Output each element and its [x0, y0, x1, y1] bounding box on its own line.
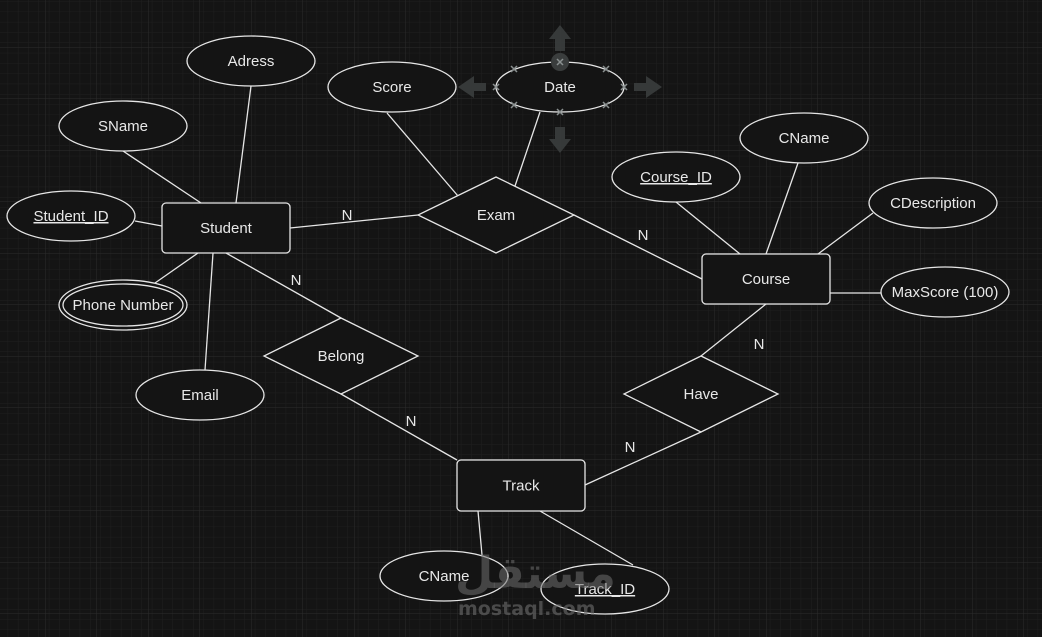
cardinality-labels: N N N N N N	[291, 207, 765, 456]
connector-line[interactable]	[386, 112, 459, 197]
cardinality-student-exam: N	[342, 207, 353, 224]
attribute-adress[interactable]: Adress	[186, 35, 316, 87]
connector-line[interactable]	[700, 303, 767, 357]
attribute-ellipse[interactable]	[186, 35, 316, 87]
attribute-track-id[interactable]: Track_ID	[540, 563, 670, 615]
connect-arrow-right-icon[interactable]	[634, 76, 662, 98]
attribute-label: Score	[372, 79, 411, 96]
resize-handle-icon[interactable]	[510, 101, 518, 109]
attribute-ellipse[interactable]	[868, 177, 998, 229]
connect-arrow-down-icon[interactable]	[549, 127, 571, 153]
attribute-label: Student_ID	[33, 208, 108, 225]
connector-line[interactable]	[514, 111, 541, 187]
attribute-label: CName	[779, 130, 830, 147]
entity-student[interactable]: Student	[161, 202, 291, 254]
attribute-label: Course_ID	[640, 169, 712, 186]
entity-label: Course	[742, 271, 790, 288]
connector-line[interactable]	[817, 212, 874, 255]
entity-box[interactable]	[456, 459, 586, 512]
connect-arrow-left-icon[interactable]	[458, 76, 486, 98]
entity-label: Track	[503, 478, 540, 495]
entity-course[interactable]: Course	[701, 253, 831, 305]
cardinality-belong-track: N	[406, 413, 417, 430]
attribute-ellipse[interactable]	[58, 100, 188, 152]
connector-line[interactable]	[225, 252, 342, 319]
attribute-label: Phone Number	[73, 297, 174, 314]
relationship-belong[interactable]: Belong	[262, 317, 420, 395]
cardinality-have-track: N	[625, 439, 636, 456]
attribute-sname[interactable]: SName	[58, 100, 188, 152]
selection-handles	[458, 25, 662, 153]
relationship-label: Belong	[318, 348, 365, 365]
relationship-have[interactable]: Have	[622, 355, 780, 433]
attribute-cname-course[interactable]: CName	[739, 112, 869, 164]
attribute-ellipse[interactable]	[6, 190, 136, 242]
attribute-ellipse[interactable]	[739, 112, 869, 164]
attribute-label: Adress	[228, 53, 275, 70]
relationship-label: Exam	[477, 207, 515, 224]
multivalued-inner-ellipse	[62, 283, 184, 327]
attribute-phone[interactable]: Phone Number	[58, 279, 188, 331]
relationship-diamond[interactable]	[262, 317, 420, 395]
connector-line[interactable]	[134, 220, 163, 227]
cardinality-course-have: N	[754, 336, 765, 353]
relationship-exam[interactable]: Exam	[416, 176, 576, 254]
attribute-ellipse[interactable]	[540, 563, 670, 615]
attribute-score[interactable]: Score	[327, 61, 457, 113]
attribute-label: SName	[98, 118, 148, 135]
attribute-label: Date	[544, 79, 576, 96]
connector-line[interactable]	[154, 252, 199, 284]
connector-line[interactable]	[289, 214, 419, 229]
relationship-diamond[interactable]	[622, 355, 780, 433]
connect-arrow-up-icon[interactable]	[549, 25, 571, 51]
attribute-course-id[interactable]: Course_ID	[611, 151, 741, 203]
attribute-label: CDescription	[890, 195, 976, 212]
attribute-student-id[interactable]: Student_ID	[6, 190, 136, 242]
resize-handle-icon[interactable]	[556, 108, 564, 116]
resize-handle-icon[interactable]	[492, 83, 500, 91]
relationship-label: Have	[683, 386, 718, 403]
connector-line[interactable]	[340, 393, 458, 461]
attribute-ellipse[interactable]	[611, 151, 741, 203]
connector-line[interactable]	[477, 510, 483, 556]
attribute-email[interactable]: Email	[135, 369, 265, 421]
connector-line[interactable]	[584, 431, 702, 486]
attribute-ellipse[interactable]	[880, 266, 1010, 318]
attribute-label: Email	[181, 387, 219, 404]
attribute-cname-track[interactable]: CName	[379, 550, 509, 602]
resize-handle-icon[interactable]	[620, 83, 628, 91]
entity-track[interactable]: Track	[456, 459, 586, 512]
attribute-label: MaxScore (100)	[892, 284, 999, 301]
attribute-label: Track_ID	[575, 581, 635, 598]
attribute-ellipse[interactable]	[327, 61, 457, 113]
cardinality-student-belong: N	[291, 272, 302, 289]
attribute-cdescription[interactable]: CDescription	[868, 177, 998, 229]
connector-line[interactable]	[235, 85, 252, 204]
connector-line[interactable]	[539, 510, 634, 566]
entity-box[interactable]	[701, 253, 831, 305]
attribute-maxscore[interactable]: MaxScore (100)	[880, 266, 1010, 318]
connectors	[122, 85, 881, 566]
attribute-ellipse[interactable]	[379, 550, 509, 602]
cardinality-exam-course: N	[638, 227, 649, 244]
connector-line[interactable]	[765, 162, 799, 255]
entity-label: Student	[200, 220, 253, 237]
resize-handle-icon[interactable]	[602, 65, 610, 73]
resize-handle-icon[interactable]	[602, 101, 610, 109]
resize-handle-icon[interactable]	[510, 65, 518, 73]
relationship-diamond[interactable]	[416, 176, 576, 254]
connector-line[interactable]	[204, 252, 214, 371]
attribute-date[interactable]: Date	[495, 61, 625, 113]
connector-line[interactable]	[573, 214, 703, 280]
connector-line[interactable]	[122, 150, 202, 204]
attribute-ellipse[interactable]	[135, 369, 265, 421]
connector-line[interactable]	[675, 201, 741, 255]
resize-handle-icon[interactable]	[556, 58, 564, 66]
attribute-label: CName	[419, 568, 470, 585]
entity-box[interactable]	[161, 202, 291, 254]
